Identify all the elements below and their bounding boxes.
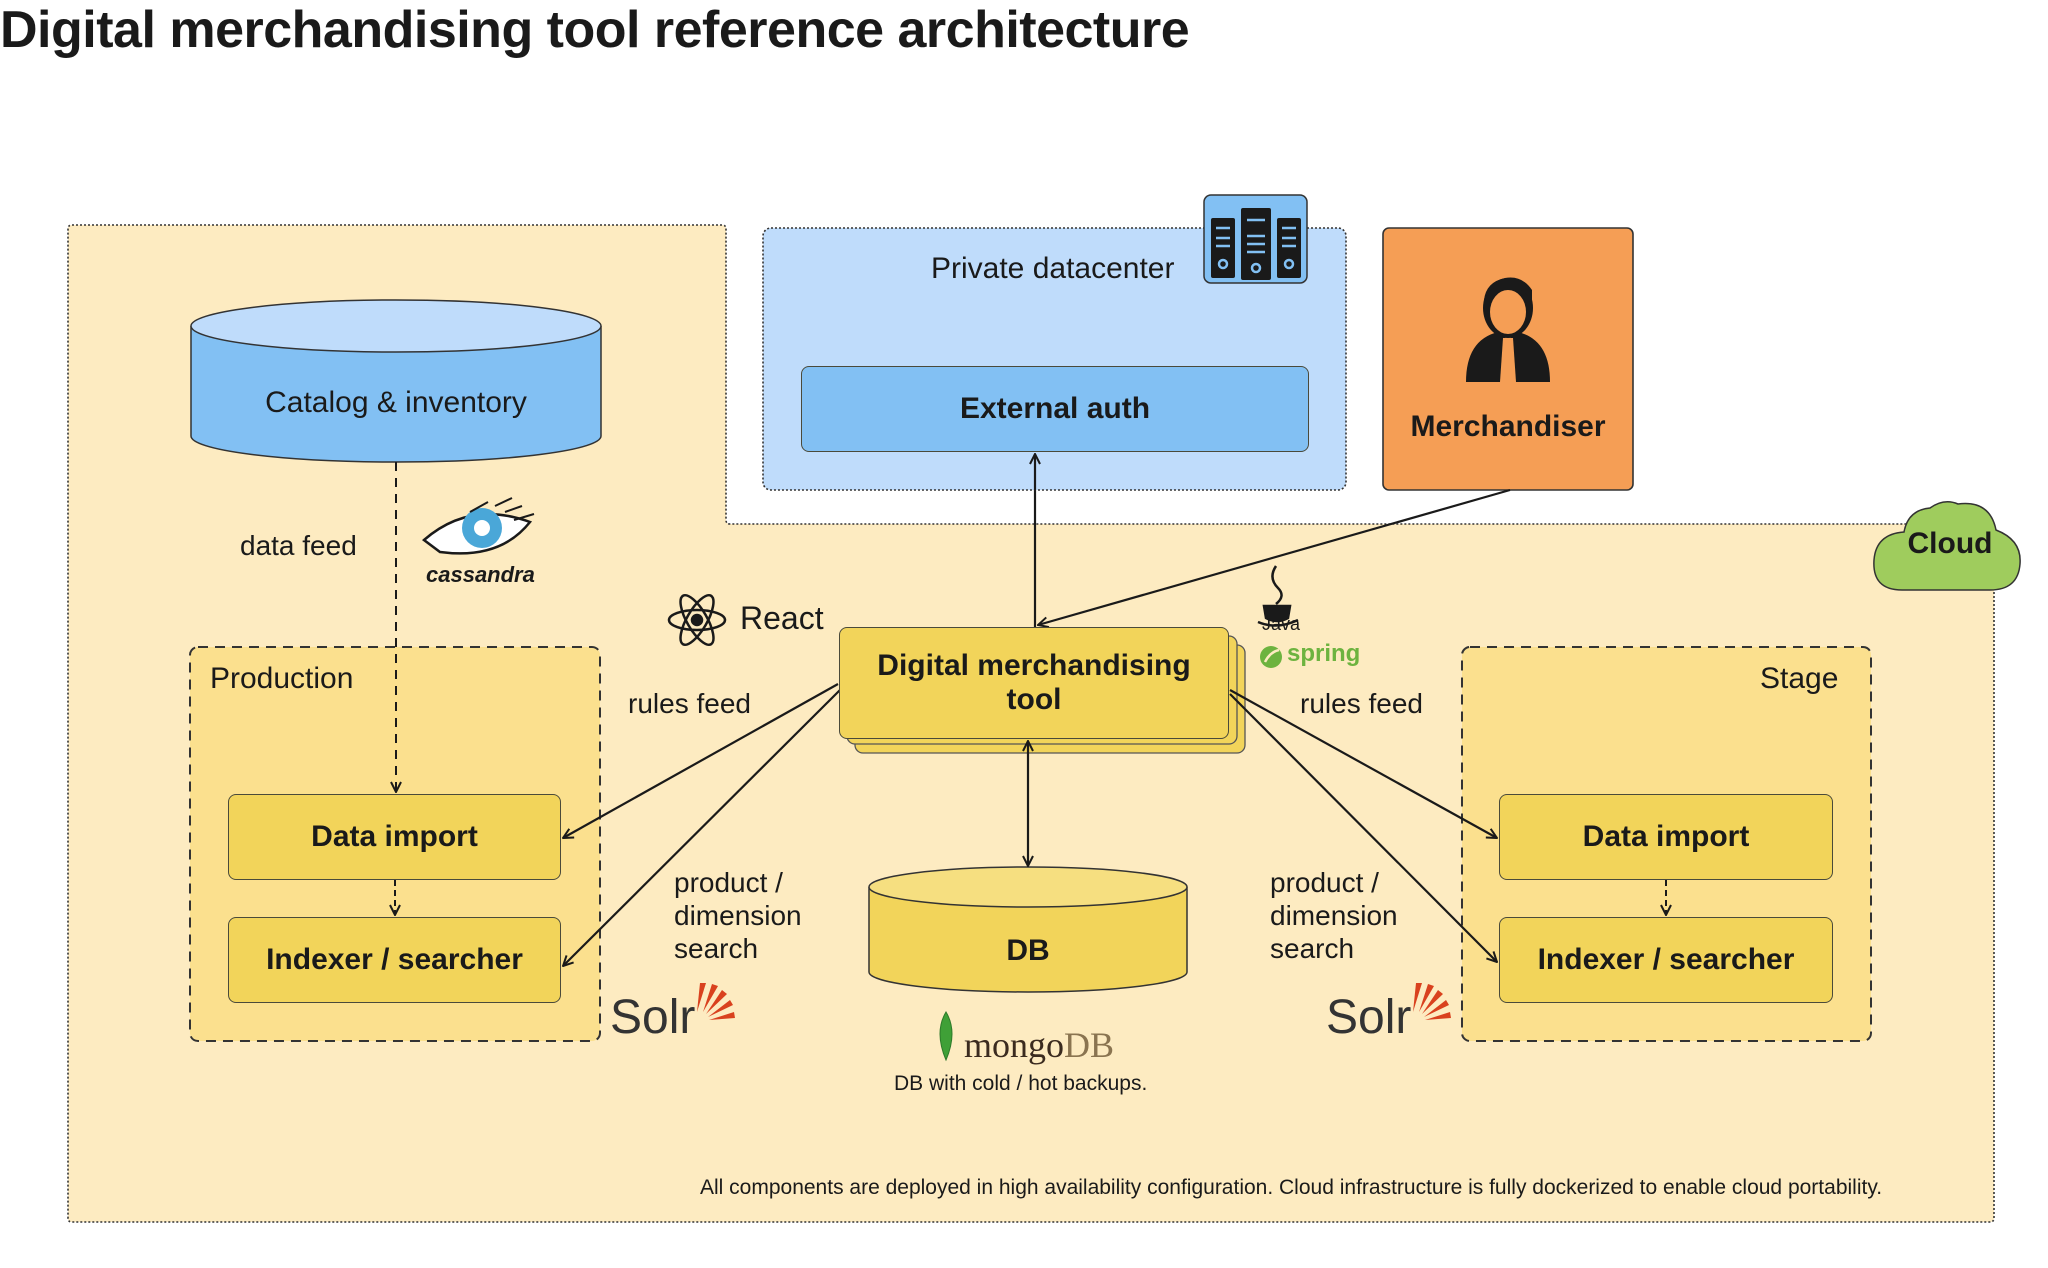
cloud-label: Cloud [1907, 527, 1993, 560]
solr-left-text: Solr [610, 991, 696, 1044]
solr-logo-right-icon [1413, 983, 1451, 1020]
cassandra-logo-icon [422, 497, 535, 555]
person-icon [1466, 277, 1550, 382]
footer-note: All components are deployed in high avai… [700, 1176, 1883, 1199]
cassandra-text: cassandra [426, 562, 535, 587]
prod-data-import-box[interactable]: Data import [228, 794, 561, 880]
external-auth-box[interactable]: External auth [801, 366, 1309, 452]
react-logo-icon [667, 593, 727, 647]
stage-data-import-box[interactable]: Data import [1499, 794, 1833, 880]
prod-indexer-box[interactable]: Indexer / searcher [228, 917, 561, 1003]
db-note: DB with cold / hot backups. [894, 1072, 1148, 1095]
spring-text: spring [1287, 640, 1361, 667]
cloud-badge-icon [1873, 501, 2021, 591]
spring-logo-icon [1260, 646, 1282, 668]
java-text: Java [1262, 614, 1301, 634]
search-right-label: product / dimension search [1270, 867, 1398, 964]
data-feed-label: data feed [240, 530, 357, 561]
solr-logo-left-icon [697, 983, 735, 1020]
private-datacenter-label: Private datacenter [931, 252, 1175, 285]
rules-feed-left [563, 683, 839, 838]
mongodb-text: mongoDB [964, 1025, 1115, 1065]
stage-indexer-box[interactable]: Indexer / searcher [1499, 917, 1833, 1003]
merchandiser-to-dmt [1038, 488, 1511, 625]
search-left-label: product / dimension search [674, 867, 802, 964]
server-icon [1203, 194, 1308, 284]
rules-feed-right [1229, 689, 1497, 838]
catalog-cylinder [190, 299, 602, 463]
catalog-label: Catalog & inventory [265, 386, 527, 419]
mongodb-leaf-icon [939, 1011, 953, 1062]
react-text: React [740, 600, 824, 636]
java-logo-icon [1257, 565, 1299, 627]
search-right [1229, 693, 1497, 962]
dmt-box[interactable]: Digital merchandising tool [839, 627, 1229, 739]
stage-label: Stage [1760, 662, 1839, 695]
merchandiser-label: Merchandiser [1410, 410, 1606, 443]
db-label: DB [1006, 934, 1050, 967]
rules-feed-right-label: rules feed [1300, 688, 1423, 719]
production-label: Production [210, 662, 354, 695]
db-cylinder [868, 866, 1188, 993]
solr-right-text: Solr [1326, 991, 1412, 1044]
search-left [563, 689, 841, 966]
page-title: Digital merchandising tool reference arc… [0, 1, 1190, 59]
rules-feed-left-label: rules feed [628, 688, 751, 719]
